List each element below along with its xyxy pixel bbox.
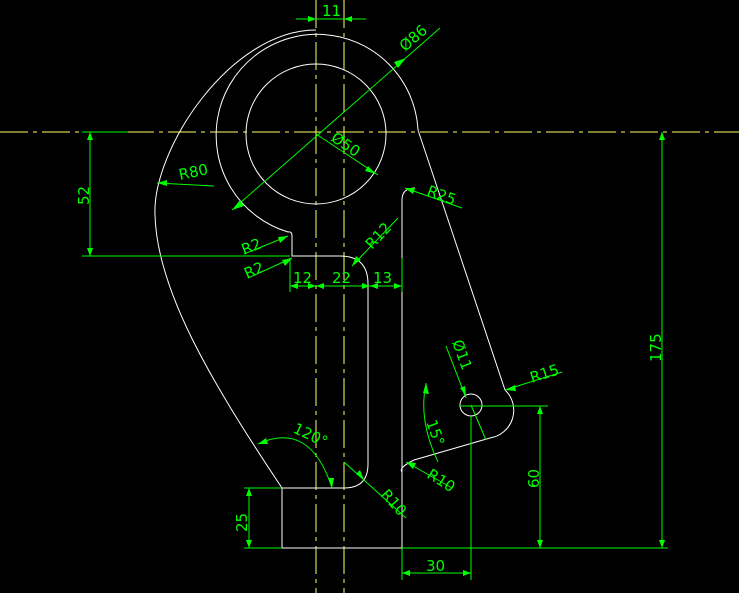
- angle-120-arc: [257, 437, 333, 489]
- arrow-52-bottom: [87, 248, 93, 256]
- arrow-60-top: [537, 406, 543, 414]
- angle-15-ref-line: [470, 404, 487, 441]
- arrow-r80: [157, 180, 167, 186]
- arrow-r10-right: [406, 462, 416, 469]
- label-30: 30: [426, 557, 445, 575]
- arrow-11-left: [308, 16, 316, 22]
- label-25: 25: [233, 513, 251, 532]
- arrow-d86: [232, 200, 244, 210]
- label-11: 11: [322, 2, 341, 20]
- label-d50: Ø50: [328, 128, 364, 160]
- r15-arc: [489, 389, 515, 439]
- arrow-175-bottom: [659, 540, 665, 548]
- label-seg-12: 12: [293, 269, 312, 287]
- right-straight-edge: [417, 129, 506, 391]
- arrow-r10-bottom: [356, 470, 364, 480]
- arrow-175-top: [659, 132, 665, 140]
- arrow-d86-top: [394, 58, 406, 68]
- arrow-52-top: [87, 132, 93, 140]
- arrow-30-right: [463, 570, 471, 576]
- label-r10-right: R10: [424, 465, 459, 496]
- arrow-seg-a: [290, 283, 298, 289]
- label-15-deg: 15°: [422, 417, 448, 448]
- label-r12: R12: [362, 219, 395, 253]
- base-and-slot-outline: [281, 231, 402, 549]
- arrow-seg-b-left: [308, 283, 316, 289]
- label-d86: Ø86: [396, 21, 431, 55]
- dim-line-r10-bottom: [343, 461, 407, 519]
- arrow-seg-b-right: [316, 283, 324, 289]
- label-r25: R25: [425, 182, 459, 209]
- label-r15: R15: [528, 361, 562, 387]
- label-175: 175: [647, 333, 665, 362]
- label-d11: Ø11: [448, 337, 475, 372]
- arrow-seg-c-right: [370, 283, 378, 289]
- arrow-d50: [365, 166, 376, 174]
- arrow-r15: [505, 385, 516, 391]
- arrow-25-top: [246, 488, 252, 496]
- label-r80: R80: [177, 160, 210, 184]
- label-seg-22: 22: [332, 269, 351, 287]
- arrow-seg-c-left: [362, 283, 370, 289]
- arrow-30-left: [402, 570, 410, 576]
- arrow-11-right: [344, 16, 352, 22]
- label-60: 60: [525, 469, 543, 488]
- arrow-60-bottom: [537, 540, 543, 548]
- label-r2-upper: R2: [239, 235, 264, 259]
- dimension-layer: 11 Ø86 Ø50 R80 R25 R2 R2 R12: [75, 2, 668, 580]
- arrow-seg-d: [394, 283, 402, 289]
- label-r10-bottom: R10: [377, 486, 410, 520]
- inner-hole-circle: [245, 63, 387, 205]
- arrow-r12: [352, 256, 361, 266]
- arrow-120-left: [258, 438, 268, 444]
- outer-boss-arc: [215, 33, 419, 233]
- left-r80-profile: [154, 29, 317, 489]
- lower-right-edge: [400, 437, 491, 473]
- dim-line-d86: [231, 27, 441, 211]
- label-seg-13: 13: [373, 269, 392, 287]
- label-120-deg: 120°: [290, 419, 330, 451]
- arrow-r25: [405, 188, 415, 194]
- label-r2-lower: R2: [241, 258, 267, 283]
- dim-line-r12: [351, 217, 399, 267]
- arrow-r2-upper: [278, 236, 288, 243]
- part-outline: [154, 29, 515, 549]
- dim-line-r25: [404, 187, 463, 209]
- arrow-d11: [460, 386, 466, 396]
- arrow-25-bottom: [246, 540, 252, 548]
- arrow-120-right: [328, 478, 334, 488]
- label-52: 52: [75, 186, 93, 205]
- arrow-15-top: [423, 383, 429, 394]
